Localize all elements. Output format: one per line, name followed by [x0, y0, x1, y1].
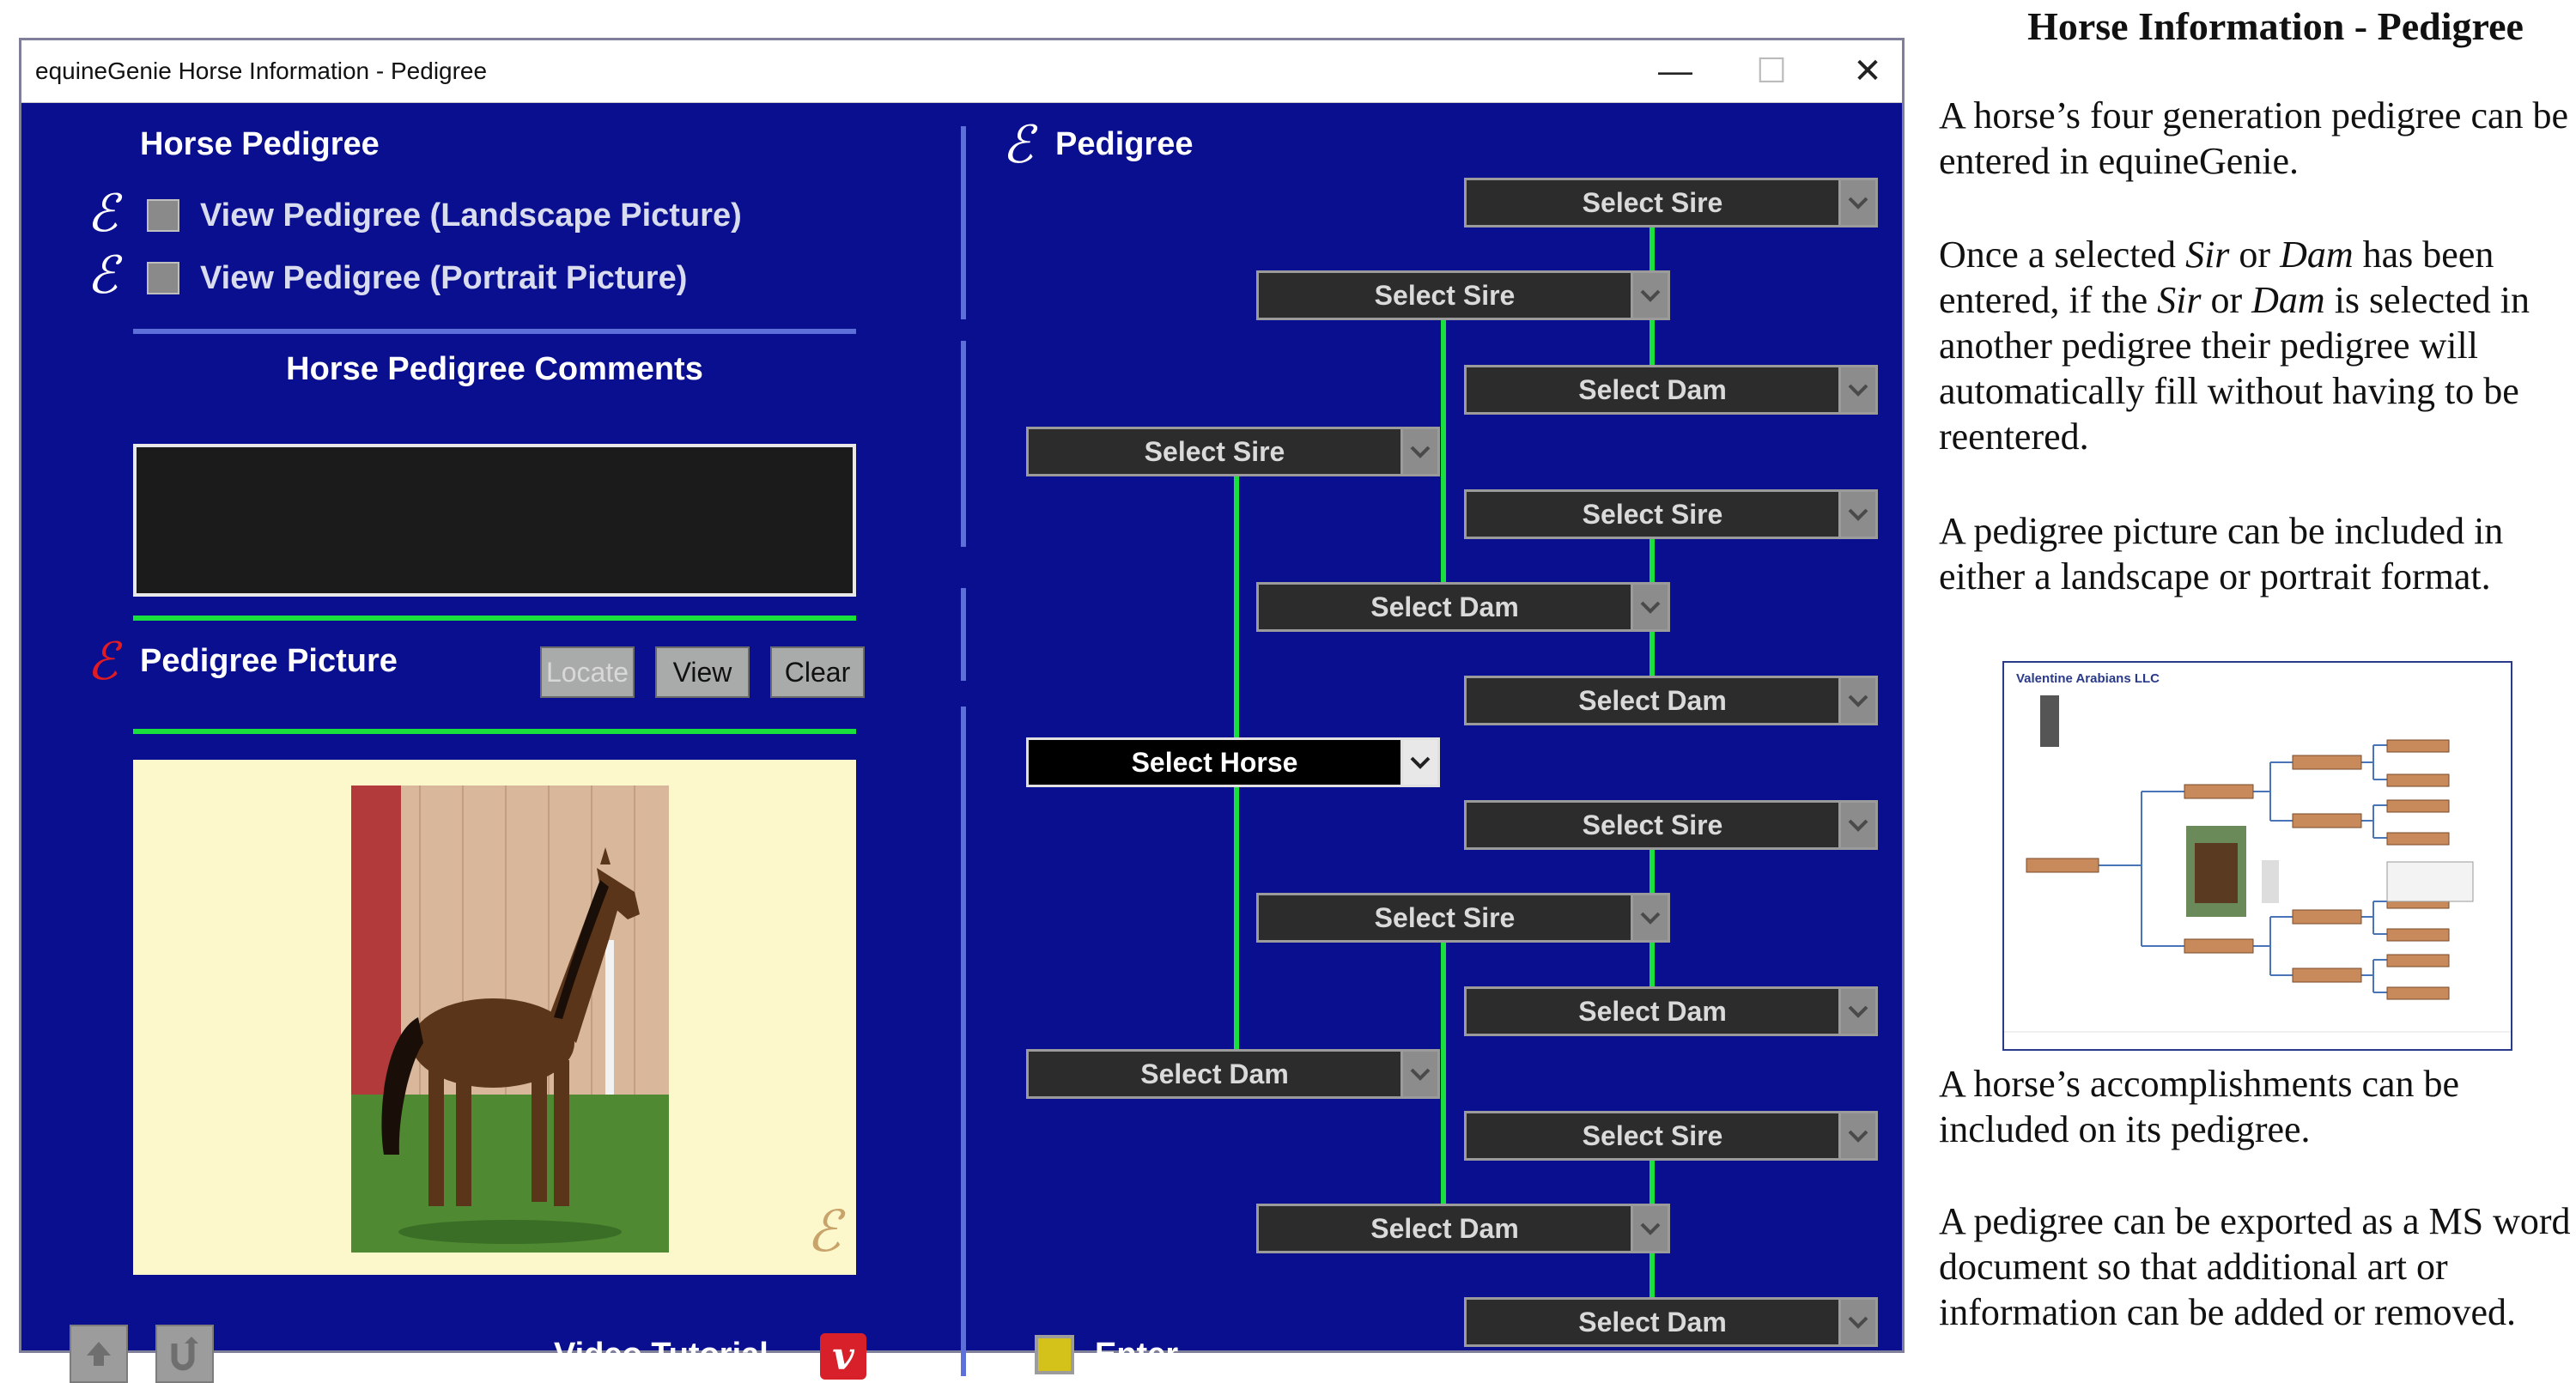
gen3-dam-2-dropdown[interactable]: Select Dam [1464, 676, 1878, 725]
chevron-down-icon [1838, 800, 1878, 850]
chevron-down-icon [1838, 1297, 1878, 1347]
chevron-down-icon [1631, 1204, 1670, 1253]
select-horse-dropdown[interactable]: Select Horse [1026, 737, 1440, 787]
dam-dropdown[interactable]: Select Dam [1026, 1049, 1440, 1099]
gen3-sire-3-dropdown[interactable]: Select Sire [1464, 800, 1878, 850]
gen2-dam-2-dropdown[interactable]: Select Dam [1256, 1204, 1670, 1253]
horse-photo [351, 786, 669, 1253]
pedigree-picture-title: Pedigree Picture [140, 643, 398, 679]
sire-dropdown[interactable]: Select Sire [1026, 427, 1440, 476]
title-bar: equineGenie Horse Information - Pedigree… [21, 40, 1902, 103]
gen3-sire-2-dropdown[interactable]: Select Sire [1464, 489, 1878, 539]
app-window: equineGenie Horse Information - Pedigree… [19, 38, 1905, 1383]
gen3-sire-4-dropdown[interactable]: Select Sire [1464, 1111, 1878, 1161]
chevron-down-icon [1838, 178, 1878, 227]
undo-button[interactable] [155, 1325, 214, 1383]
gen2-sire-2-dropdown[interactable]: Select Sire [1256, 893, 1670, 943]
gen3-dam-1-dropdown[interactable]: Select Dam [1464, 365, 1878, 415]
view-portrait-checkbox[interactable] [147, 262, 179, 294]
description-paragraph-1: A horse’s four generation pedigree can b… [1939, 94, 2569, 182]
connector-line [1441, 281, 1446, 600]
maximize-button[interactable]: ☐ [1756, 52, 1787, 90]
chevron-down-icon [1631, 582, 1670, 632]
description-paragraph-4: A horse’s accomplishments can be include… [1939, 1063, 2460, 1150]
minimize-button[interactable]: — [1658, 52, 1692, 90]
enter-label[interactable]: Enter [1095, 1337, 1179, 1373]
chevron-down-icon [1838, 1111, 1878, 1161]
pedigree-picture-area: ℰ [133, 760, 856, 1275]
chevron-down-icon [1400, 737, 1440, 787]
up-arrow-icon [87, 1342, 111, 1366]
column-divider [961, 341, 966, 547]
horse-pedigree-title: Horse Pedigree [140, 126, 380, 162]
thumbnail-farm-name: Valentine Arabians LLC [2016, 671, 2160, 686]
comments-textarea[interactable] [133, 444, 856, 597]
chevron-down-icon [1631, 893, 1670, 943]
view-landscape-checkbox[interactable] [147, 199, 179, 232]
main-panel: Horse Pedigree ℰ View Pedigree (Landscap… [21, 102, 1902, 1383]
gen3-sire-1-dropdown[interactable]: Select Sire [1464, 178, 1878, 227]
gen3-dam-3-dropdown[interactable]: Select Dam [1464, 986, 1878, 1036]
column-divider [961, 707, 966, 1376]
video-tutorial-label[interactable]: Video Tutorial [554, 1337, 769, 1373]
enter-checkbox[interactable] [1035, 1335, 1074, 1374]
pedigree-title: Pedigree [1055, 126, 1194, 162]
chevron-down-icon [1838, 365, 1878, 415]
chevron-down-icon [1400, 1049, 1440, 1099]
window-title: equineGenie Horse Information - Pedigree [35, 58, 488, 84]
locate-button[interactable]: Locate [540, 646, 635, 698]
vimeo-icon[interactable]: v [820, 1333, 866, 1380]
up-arrow-button[interactable] [70, 1325, 128, 1383]
equinegenie-watermark-icon: ℰ [806, 1198, 841, 1265]
description-title: Horse Information - Pedigree [2027, 4, 2524, 48]
chevron-down-icon [1400, 427, 1440, 476]
section-divider [133, 616, 856, 621]
clear-button[interactable]: Clear [770, 646, 865, 698]
thumbnail-chart [2004, 695, 2511, 1033]
column-divider [961, 588, 966, 681]
view-button[interactable]: View [655, 646, 750, 698]
chevron-down-icon [1631, 270, 1670, 320]
section-divider [133, 729, 856, 734]
connector-line [1441, 902, 1446, 1222]
close-button[interactable]: ✕ [1853, 52, 1882, 90]
thumbnail-logo [2040, 695, 2059, 747]
undo-icon [171, 1337, 198, 1371]
equinegenie-logo-icon: ℰ [87, 632, 118, 692]
equinegenie-logo-icon: ℰ [87, 184, 118, 244]
pedigree-thumbnail: Valentine Arabians LLC [2002, 661, 2512, 1051]
equinegenie-logo-icon: ℰ [87, 246, 118, 306]
equinegenie-logo-icon: ℰ [1002, 115, 1034, 175]
description-paragraph-5: A pedigree can be exported as a MS word … [1939, 1200, 2571, 1333]
chevron-down-icon [1838, 986, 1878, 1036]
view-portrait-label[interactable]: View Pedigree (Portrait Picture) [200, 260, 688, 296]
description-paragraph-3: A pedigree picture can be included in ei… [1939, 510, 2504, 597]
comments-title: Horse Pedigree Comments [286, 351, 703, 387]
column-divider [961, 126, 966, 319]
chevron-down-icon [1838, 489, 1878, 539]
gen2-sire-1-dropdown[interactable]: Select Sire [1256, 270, 1670, 320]
gen3-dam-4-dropdown[interactable]: Select Dam [1464, 1297, 1878, 1347]
section-divider [133, 329, 856, 334]
gen2-dam-1-dropdown[interactable]: Select Dam [1256, 582, 1670, 632]
description-paragraph-2: Once a selected Sir or Dam has been ente… [1939, 234, 2530, 458]
chevron-down-icon [1838, 676, 1878, 725]
view-landscape-label[interactable]: View Pedigree (Landscape Picture) [200, 197, 742, 234]
